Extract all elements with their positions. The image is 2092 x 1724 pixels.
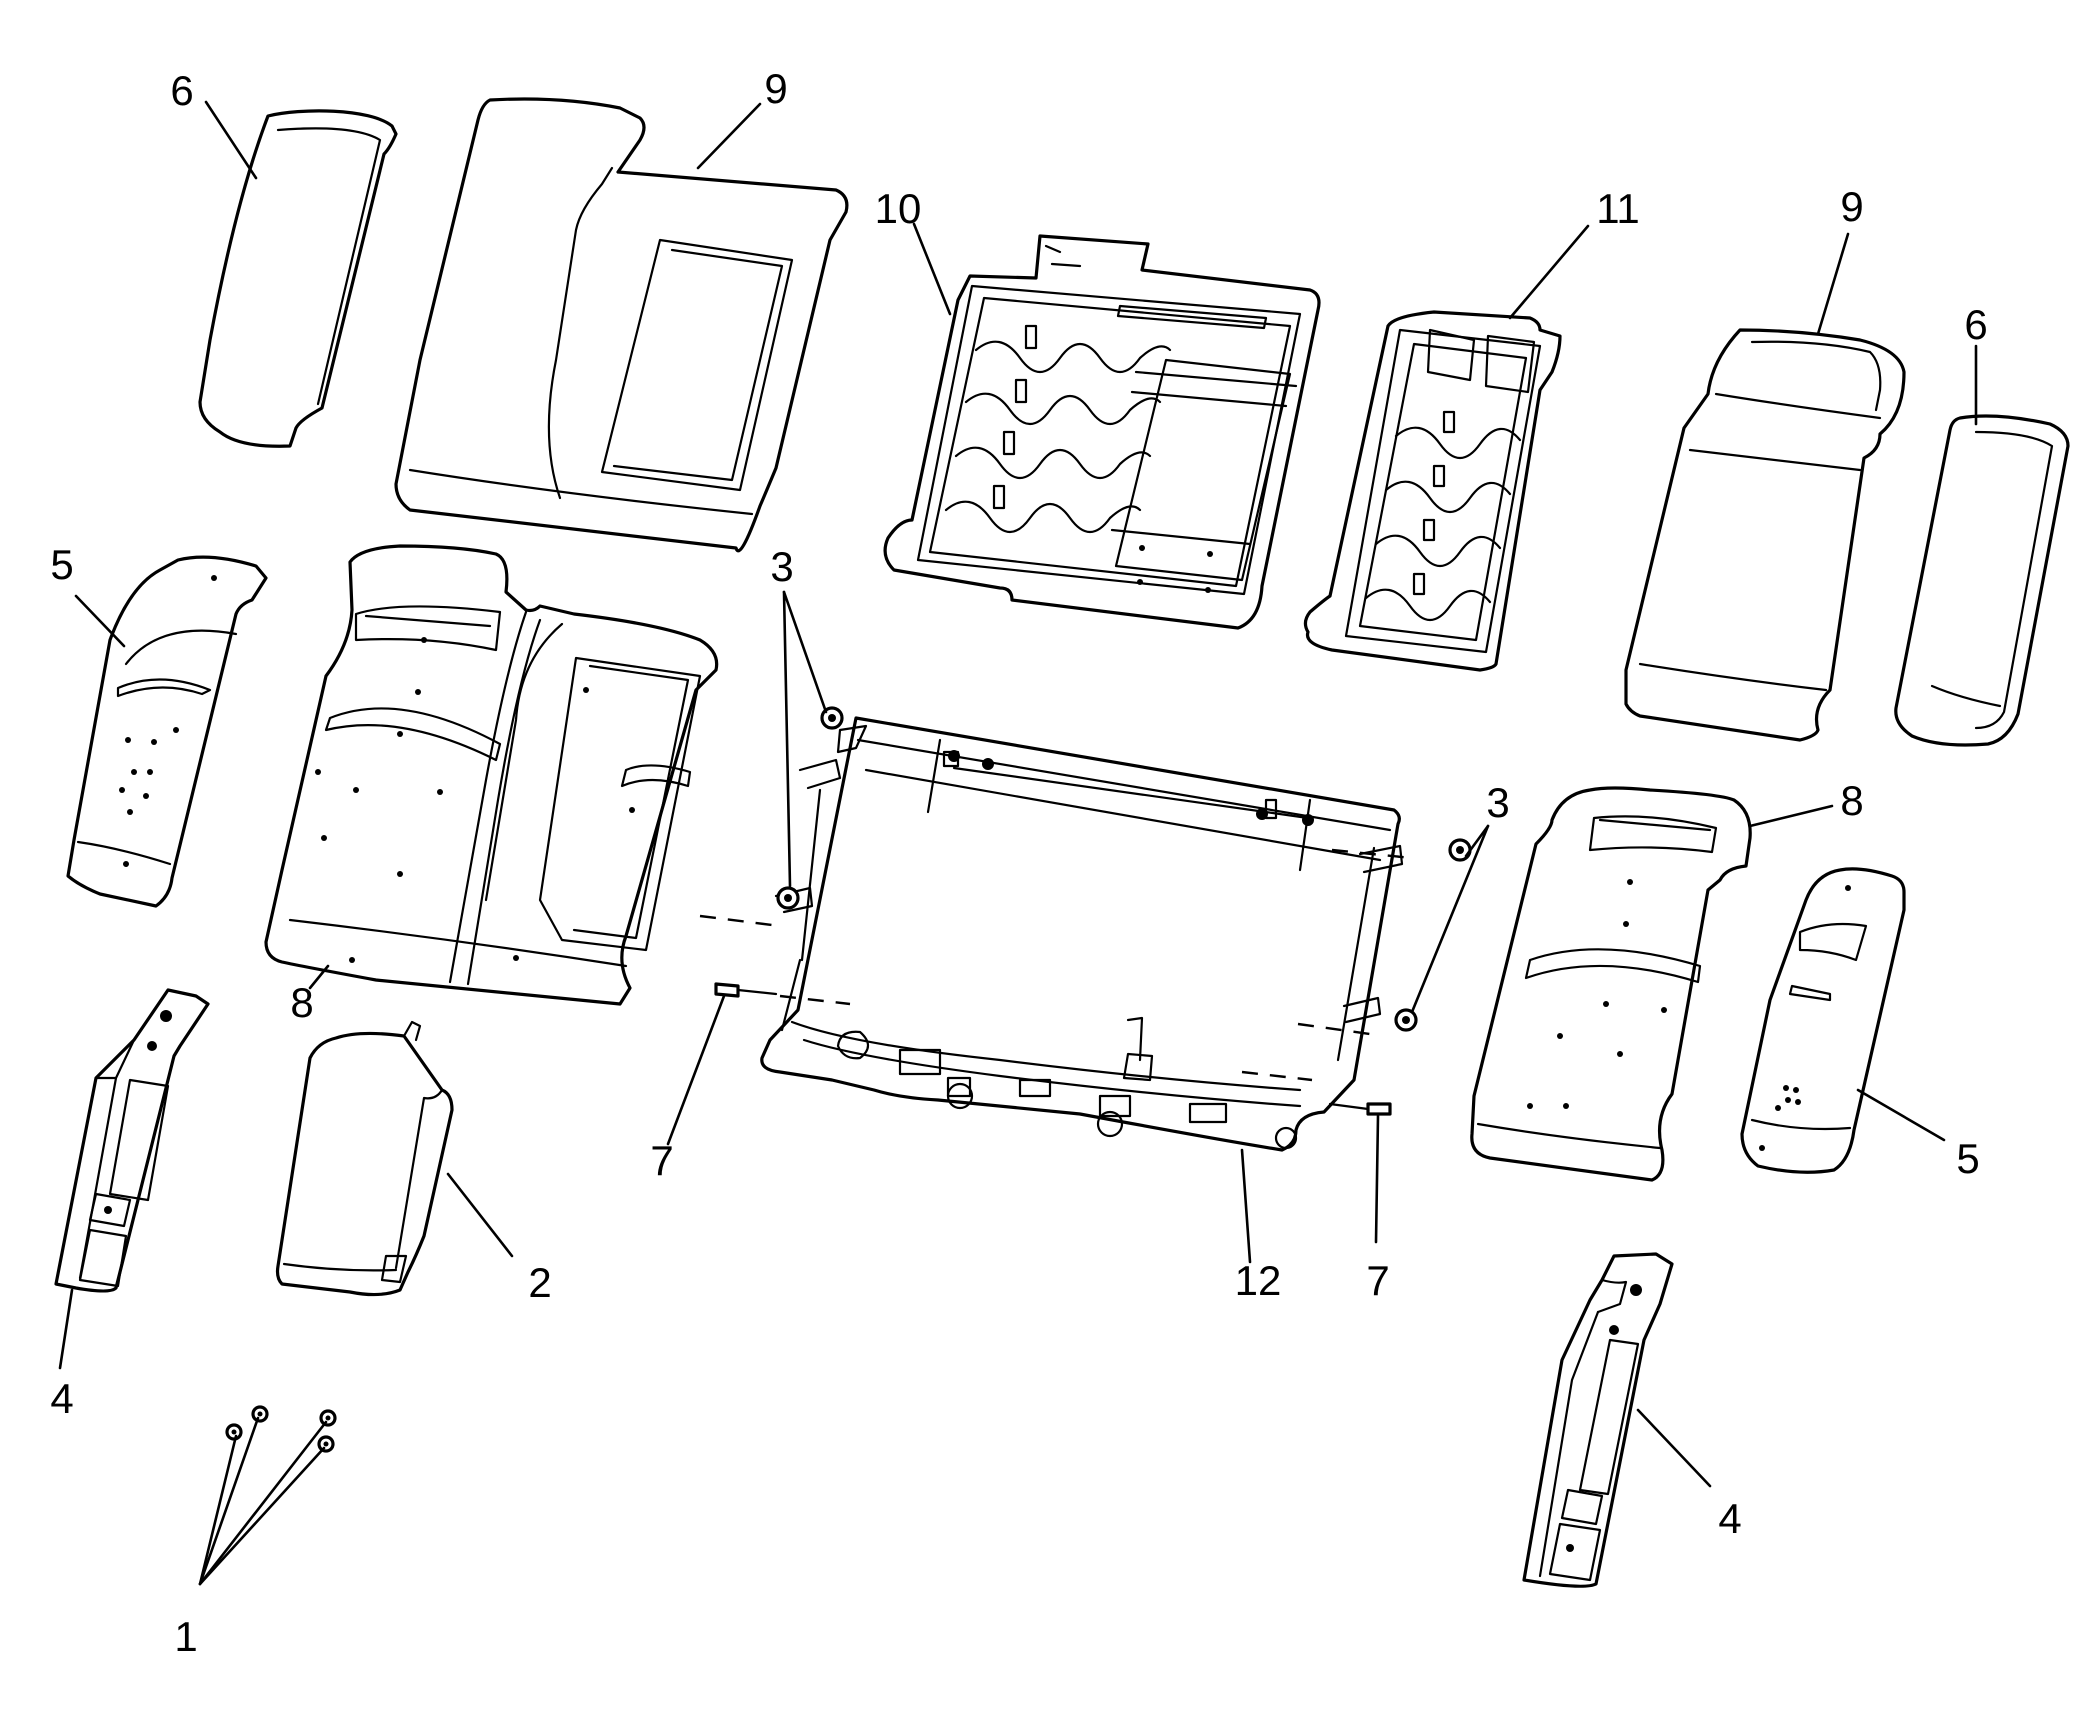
part-2-center-armrest <box>275 1020 454 1297</box>
alignment-lines <box>699 848 1413 1082</box>
callout-4-right: 4 <box>1718 1495 1741 1542</box>
callout-7-left: 7 <box>650 1137 673 1184</box>
part-9-right-seatback-cushion <box>1624 328 1906 742</box>
callout-5-right: 5 <box>1956 1135 1979 1182</box>
callout-3-right: 3 <box>1486 779 1509 826</box>
callout-labels: 6 9 10 11 9 6 5 3 3 8 8 7 7 12 2 4 5 4 1 <box>50 65 1987 1660</box>
callout-9-right: 9 <box>1840 183 1863 230</box>
part-3-nuts <box>776 706 1472 1032</box>
part-6-right-bolster-pad <box>1894 414 2070 747</box>
callout-6-right: 6 <box>1964 301 1987 348</box>
callout-12: 12 <box>1235 1257 1282 1304</box>
callout-10: 10 <box>875 185 922 232</box>
part-5-right-side-bolster <box>1740 867 1906 1174</box>
part-5-left-side-bolster <box>66 555 268 908</box>
part-4-left-hinge-bracket <box>54 988 210 1293</box>
part-12-seatback-lower-frame <box>760 716 1404 1152</box>
part-4-right-hinge-bracket <box>1522 1252 1674 1588</box>
callout-3-left: 3 <box>770 543 793 590</box>
callout-1: 1 <box>174 1613 197 1660</box>
callout-4-left: 4 <box>50 1375 73 1422</box>
part-8-right-seatback <box>1470 786 1752 1182</box>
callout-7-right: 7 <box>1366 1257 1389 1304</box>
part-9-left-seatback-cushion <box>394 97 849 553</box>
leader-lines <box>58 100 1978 1586</box>
part-7-bolts <box>714 982 1392 1116</box>
part-11-right-seatback-frame <box>1303 310 1562 672</box>
callout-11: 11 <box>1596 185 1640 232</box>
callout-8-right: 8 <box>1840 777 1863 824</box>
callout-2: 2 <box>528 1259 551 1306</box>
part-1-nuts <box>225 1405 337 1453</box>
part-6-left-bolster-pad <box>198 109 398 448</box>
part-10-left-seatback-frame <box>883 234 1321 630</box>
callout-8-left: 8 <box>290 979 313 1026</box>
part-8-left-seatback <box>264 544 719 1006</box>
callout-6-left: 6 <box>170 67 193 114</box>
callout-9-left: 9 <box>764 65 787 112</box>
callout-5-left: 5 <box>50 541 73 588</box>
